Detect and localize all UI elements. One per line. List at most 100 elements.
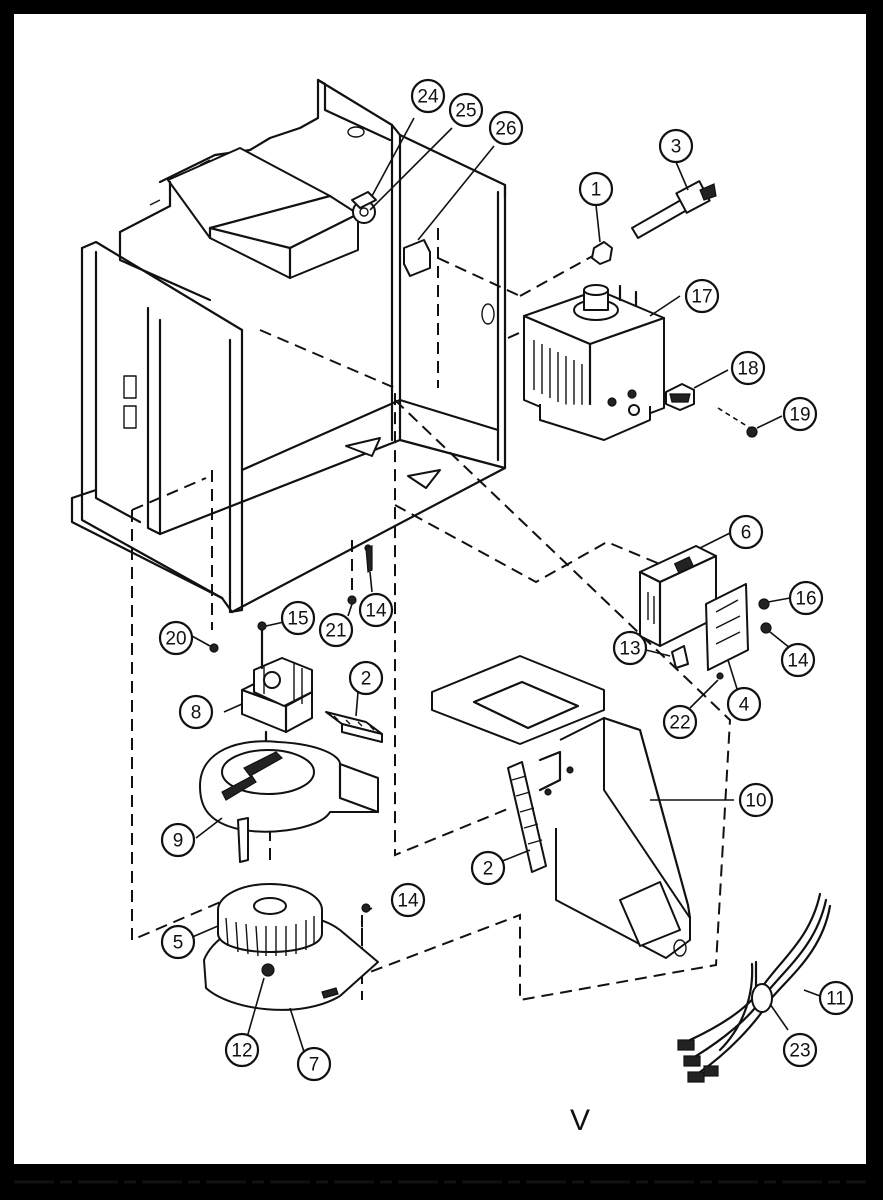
callout-circle xyxy=(358,592,394,628)
part-2-chassis-support-upper xyxy=(325,691,383,743)
callout-c26: 26 xyxy=(488,110,524,146)
callout-number: 14 xyxy=(397,891,419,912)
part-3-thermal-fuse xyxy=(631,161,717,239)
part-5-fan-blade xyxy=(189,883,379,1059)
callout-circle xyxy=(410,78,446,114)
part-1-nut xyxy=(591,204,613,265)
callout-c15: 15 xyxy=(280,600,316,636)
callout-number: 3 xyxy=(671,137,682,158)
callout-c24: 24 xyxy=(410,78,446,114)
callout-number: 25 xyxy=(455,101,476,122)
callout-c7: 7 xyxy=(296,1046,332,1082)
callout-circle xyxy=(782,396,818,432)
callout-c4: 4 xyxy=(726,686,762,722)
callout-circle xyxy=(160,822,196,858)
callout-c8: 8 xyxy=(178,694,214,730)
callout-c14b: 14 xyxy=(780,642,816,678)
callout-circle xyxy=(658,128,694,164)
callout-circle xyxy=(730,350,766,386)
callout-c1: 1 xyxy=(578,171,614,207)
callout-c5: 5 xyxy=(160,924,196,960)
callout-circle xyxy=(318,612,354,648)
part-11-wire-harness xyxy=(677,892,832,1083)
small-screws xyxy=(191,545,373,913)
callout-circle xyxy=(782,1032,818,1068)
part-10-air-duct xyxy=(431,655,734,959)
callout-number: 26 xyxy=(495,119,516,140)
callout-number: 11 xyxy=(826,989,846,1010)
callout-circle xyxy=(738,782,774,818)
callout-circle xyxy=(470,850,506,886)
callout-number: 17 xyxy=(691,287,712,308)
callout-c17: 17 xyxy=(684,278,720,314)
part-2-chassis-support-lower xyxy=(499,761,547,873)
callout-number: 1 xyxy=(591,180,602,201)
callout-circle xyxy=(488,110,524,146)
callout-c13: 13 xyxy=(612,630,648,666)
callout-number: 19 xyxy=(789,405,810,426)
callout-number: 13 xyxy=(619,639,640,660)
callout-circle xyxy=(726,686,762,722)
callout-number: 23 xyxy=(789,1041,810,1062)
callout-circle xyxy=(390,882,426,918)
part-18-thermostat xyxy=(665,369,729,411)
callout-number: 22 xyxy=(669,713,690,734)
callout-number: 12 xyxy=(231,1041,252,1062)
callout-circle xyxy=(662,704,698,740)
callout-c11: 11 xyxy=(818,980,854,1016)
callout-number: 9 xyxy=(173,831,184,852)
callout-number: 2 xyxy=(361,669,372,690)
callout-circle xyxy=(224,1032,260,1068)
part-8-fan-motor xyxy=(223,621,314,750)
callout-c2a: 2 xyxy=(348,660,384,696)
callout-circle xyxy=(578,171,614,207)
callout-circle xyxy=(684,278,720,314)
page-mark: V xyxy=(570,1104,590,1137)
callout-c25: 25 xyxy=(448,92,484,128)
callout-number: 14 xyxy=(365,601,387,622)
part-19-screw xyxy=(717,407,783,438)
part-6-4-control-board xyxy=(638,531,749,693)
callout-number: 16 xyxy=(795,589,816,610)
callout-c3: 3 xyxy=(658,128,694,164)
callout-c6: 6 xyxy=(728,514,764,550)
cabinet-frame xyxy=(70,78,507,614)
callout-circle xyxy=(818,980,854,1016)
callout-number: 15 xyxy=(287,609,308,630)
callout-circle xyxy=(780,642,816,678)
callout-number: 14 xyxy=(787,651,809,672)
callout-c18: 18 xyxy=(730,350,766,386)
callout-number: 4 xyxy=(739,695,750,716)
callout-number: 7 xyxy=(309,1055,320,1076)
callout-circle xyxy=(280,600,316,636)
callout-c14a: 14 xyxy=(358,592,394,628)
callout-number: 5 xyxy=(173,933,184,954)
paper xyxy=(14,14,866,1164)
callout-c19: 19 xyxy=(782,396,818,432)
part-17-magnetron xyxy=(522,284,681,441)
callout-c20: 20 xyxy=(158,620,194,656)
callout-circle xyxy=(296,1046,332,1082)
callout-number: 6 xyxy=(741,523,752,544)
part-24-25-26-fixtures xyxy=(351,117,495,277)
callout-c21: 21 xyxy=(318,612,354,648)
callout-c16: 16 xyxy=(788,580,824,616)
callout-c12: 12 xyxy=(224,1032,260,1068)
callout-circle xyxy=(612,630,648,666)
callout-number: 8 xyxy=(191,703,202,724)
callout-circle xyxy=(158,620,194,656)
callout-c10: 10 xyxy=(738,782,774,818)
callout-circle xyxy=(178,694,214,730)
callout-c22: 22 xyxy=(662,704,698,740)
callout-circle xyxy=(448,92,484,128)
callout-number: 21 xyxy=(325,621,346,642)
callout-number: 24 xyxy=(417,87,439,108)
callout-number: 10 xyxy=(745,791,766,812)
callout-circle xyxy=(788,580,824,616)
callout-number: 2 xyxy=(483,859,494,880)
callout-circle xyxy=(348,660,384,696)
callout-c14c: 14 xyxy=(390,882,426,918)
callout-number: 18 xyxy=(737,359,758,380)
part-9-blower-housing xyxy=(195,740,380,863)
